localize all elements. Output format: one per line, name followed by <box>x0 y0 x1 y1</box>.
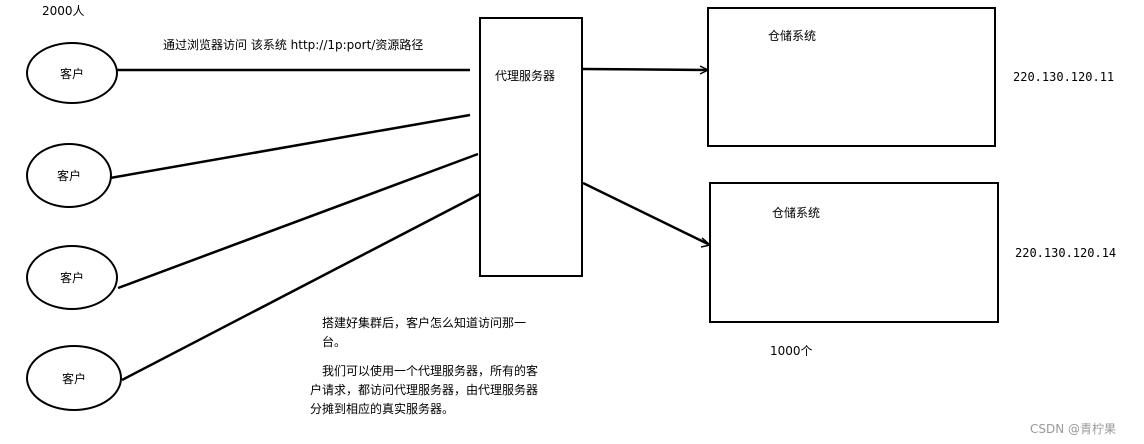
server-count-label: 1000个 <box>770 344 813 358</box>
explanation-answer-block: 我们可以使用一个代理服务器，所有的客户请求，都访问代理服务器，由代理服务器分摊到… <box>310 362 550 419</box>
client-label: 客户 <box>59 271 84 285</box>
storage-ip-label: 220.130.120.11 <box>1013 70 1115 84</box>
storage-ip-label: 220.130.120.14 <box>1015 246 1117 260</box>
client-node: 客户 <box>26 42 118 104</box>
client-node: 客户 <box>26 245 118 310</box>
client-3-to-proxy-line <box>117 152 479 290</box>
explanation-question: 搭建好集群后，客户怎么知道访问那一台。 <box>322 316 527 349</box>
client-node: 客户 <box>26 345 122 411</box>
client-label: 客户 <box>59 66 84 81</box>
client-label: 客户 <box>61 371 86 386</box>
proxy-server-label: 代理服务器 <box>495 69 556 83</box>
storage-system-label: 仓储系统 <box>768 29 817 43</box>
storage-system-label: 仓储系统 <box>772 206 821 220</box>
user-count-label: 2000人 <box>42 4 85 18</box>
proxy-server-box: 代理服务器 <box>479 17 583 277</box>
client-label: 客户 <box>56 169 81 183</box>
client-node: 客户 <box>26 143 112 208</box>
access-description: 通过浏览器访问 该系统 http://1p:port/资源路径 <box>163 38 424 52</box>
client-2-to-proxy-line <box>109 113 471 180</box>
proxy-to-storage-2-arrow <box>582 181 709 246</box>
watermark: CSDN @青柠果 <box>1030 422 1117 436</box>
explanation-note: 搭建好集群后，客户怎么知道访问那一台。 <box>322 314 562 352</box>
storage-system-box: 仓储系统 <box>709 182 999 323</box>
storage-system-box: 仓储系统 <box>707 7 996 147</box>
proxy-to-storage-1-arrow <box>582 67 708 72</box>
explanation-answer: 我们可以使用一个代理服务器，所有的客户请求，都访问代理服务器，由代理服务器分摊到… <box>310 364 539 416</box>
client-4-to-proxy-line <box>121 192 481 382</box>
